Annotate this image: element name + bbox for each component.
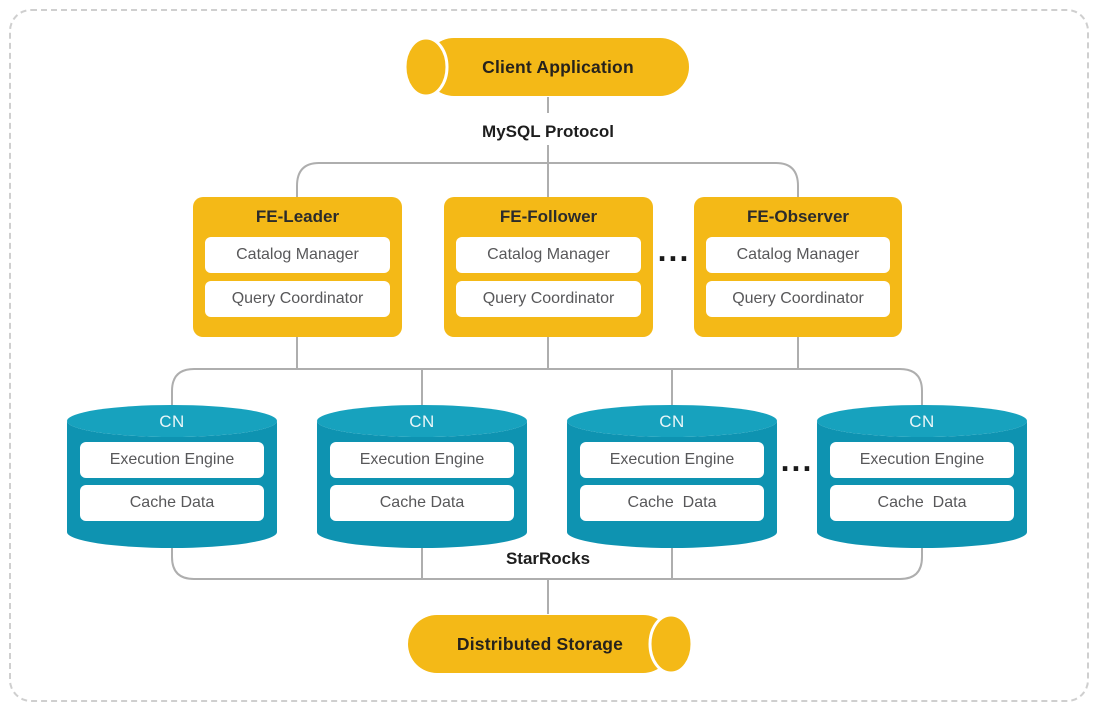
execution-engine-box: Execution Engine (80, 442, 264, 478)
cn-cylinder-top (567, 405, 777, 437)
storage-cylinder-body (408, 615, 672, 673)
execution-engine-box: Execution Engine (830, 442, 1014, 478)
client-application-node: Client Application (403, 36, 691, 98)
cache-data-box: Cache Data (830, 485, 1014, 521)
fe-leader-title: FE-Leader (255, 207, 340, 226)
fe-follower-title: FE-Follower (499, 207, 598, 226)
execution-engine-box: Execution Engine (580, 442, 764, 478)
cache-data-box: Cache Data (580, 485, 764, 521)
cache-data-label: Cache Data (877, 494, 967, 511)
client-cylinder-cap (403, 36, 449, 98)
wire-fe-bus (296, 162, 799, 197)
cache-data-box: Cache Data (330, 485, 514, 521)
execution-engine-label: Execution Engine (109, 451, 235, 468)
query-coordinator-label: Query Coordinator (482, 290, 615, 307)
distributed-storage-label: Distributed Storage (456, 634, 624, 654)
catalog-manager-label: Catalog Manager (736, 246, 860, 263)
catalog-manager-box: Catalog Manager (205, 237, 390, 273)
cn-title: CN (409, 412, 435, 431)
distributed-storage-node: Distributed Storage (406, 613, 694, 675)
execution-engine-box: Execution Engine (330, 442, 514, 478)
fe-ellipsis: ... (657, 232, 691, 268)
query-coordinator-label: Query Coordinator (732, 290, 864, 307)
fe-observer-node: FE-Observer Catalog Manager Query Coordi… (694, 197, 902, 337)
execution-engine-label: Execution Engine (859, 451, 985, 468)
cn-node-4: CN Execution Engine Cache Data (817, 405, 1027, 548)
cn-node-2: CN Execution Engine Cache Data (317, 405, 527, 548)
query-coordinator-box: Query Coordinator (456, 281, 641, 317)
cn-title: CN (909, 412, 935, 431)
cache-data-label: Cache Data (379, 494, 465, 511)
cn-node-3: CN Execution Engine Cache Data (567, 405, 777, 548)
catalog-manager-label: Catalog Manager (487, 246, 610, 263)
mysql-protocol-label: MySQL Protocol (482, 122, 614, 141)
starrocks-label: StarRocks (505, 549, 591, 568)
catalog-manager-box: Catalog Manager (456, 237, 641, 273)
query-coordinator-box: Query Coordinator (706, 281, 890, 317)
client-cylinder-shape (403, 36, 689, 98)
catalog-manager-box: Catalog Manager (706, 237, 890, 273)
fe-follower-node: FE-Follower Catalog Manager Query Coordi… (444, 197, 653, 337)
fe-leader-node: FE-Leader Catalog Manager Query Coordina… (193, 197, 402, 337)
cn-cylinder-top (817, 405, 1027, 437)
client-application-label: Client Application (482, 57, 634, 77)
cache-data-label: Cache Data (627, 494, 717, 511)
storage-cylinder-shape (408, 613, 694, 675)
cn-title: CN (159, 412, 185, 431)
cache-data-label: Cache Data (129, 494, 215, 511)
fe-observer-title: FE-Observer (746, 207, 850, 226)
cache-data-box: Cache Data (80, 485, 264, 521)
client-cylinder-body (425, 38, 689, 96)
cn-cylinder-top (317, 405, 527, 437)
cn-title: CN (659, 412, 685, 431)
storage-cylinder-cap (648, 613, 694, 675)
query-coordinator-box: Query Coordinator (205, 281, 390, 317)
cn-cylinder-top (67, 405, 277, 437)
execution-engine-label: Execution Engine (359, 451, 485, 468)
wire-cn-top-bus (171, 368, 923, 406)
execution-engine-label: Execution Engine (609, 451, 735, 468)
query-coordinator-label: Query Coordinator (231, 290, 364, 307)
cn-ellipsis: ... (780, 442, 814, 478)
connector-group (171, 97, 923, 614)
catalog-manager-label: Catalog Manager (236, 246, 359, 263)
cn-node-1: CN Execution Engine Cache Data (67, 405, 277, 548)
